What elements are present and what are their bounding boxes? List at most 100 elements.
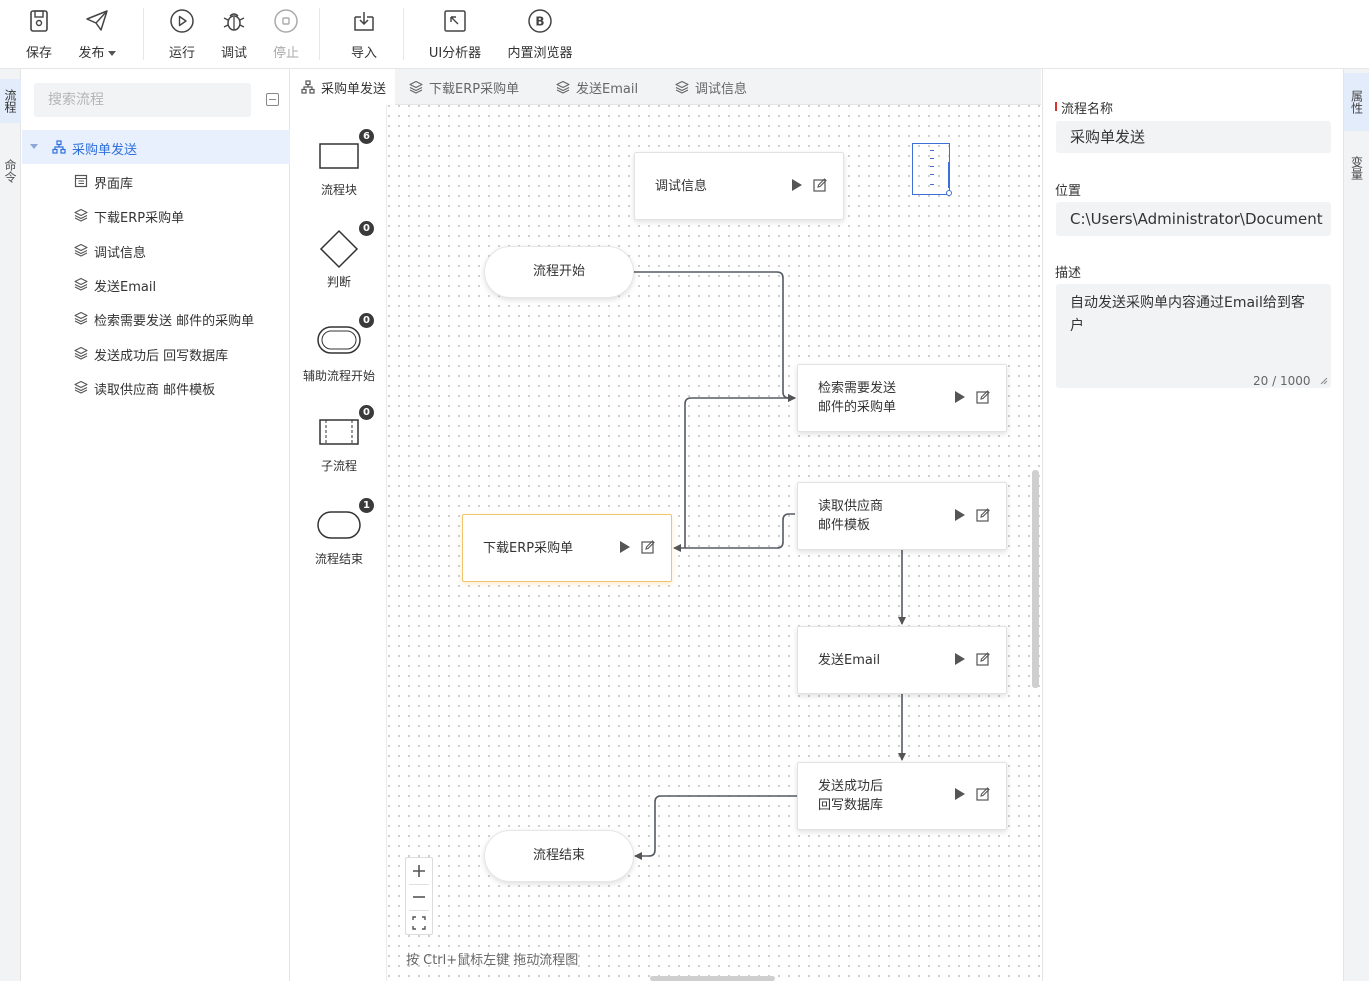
toolbar: 保存 发布 运行 调试 停止 导入 UI分析器 B [0, 0, 1369, 69]
palette-decision[interactable]: 0 判断 [291, 217, 387, 297]
publish-label: 发布 [78, 46, 105, 61]
tree-item-debug-info[interactable]: 调试信息 [22, 233, 290, 267]
ui-analyzer-button[interactable]: UI分析器 [425, 8, 485, 64]
tree-root-item[interactable]: 采购单发送 [22, 130, 290, 164]
play-icon[interactable] [955, 391, 965, 403]
node-write-back[interactable]: 发送成功后 回写数据库 [797, 762, 1007, 830]
tree-item-search-orders[interactable]: 检索需要发送 邮件的采购单 [22, 301, 290, 335]
connector-read-to-download [673, 513, 795, 552]
edit-icon[interactable] [976, 652, 990, 666]
description-label: 描述 [1055, 266, 1082, 281]
save-icon [30, 10, 48, 32]
play-icon[interactable] [955, 653, 965, 665]
run-label: 运行 [168, 46, 195, 61]
paper-plane-icon [86, 10, 108, 31]
tab-download-erp[interactable]: 下载ERP采购单 [409, 69, 519, 105]
palette-label: 判断 [326, 275, 351, 289]
window-icon [74, 174, 88, 188]
palette-subflow[interactable]: 0 子流程 [291, 401, 387, 481]
count-badge: 0 [359, 313, 374, 328]
fit-screen-icon [412, 916, 426, 930]
tab-label: 下载ERP采购单 [429, 81, 520, 97]
tree-item-read-template[interactable]: 读取供应商 邮件模板 [22, 370, 290, 404]
node-label: 发送成功后 [818, 779, 884, 794]
count-badge: 1 [359, 498, 374, 513]
save-button[interactable]: 保存 [9, 8, 69, 64]
caret-down-icon[interactable] [30, 144, 38, 149]
double-pill-shape-icon [317, 326, 361, 354]
strip-tab-variables[interactable]: 变量 [1349, 156, 1364, 180]
node-send-email[interactable]: 发送Email [797, 626, 1007, 694]
zoom-divider [409, 884, 429, 885]
palette-label: 辅助流程开始 [302, 369, 375, 383]
tree-item-send-email[interactable]: 发送Email [22, 267, 290, 301]
count-badge: 0 [359, 221, 374, 236]
node-debug-info[interactable]: 调试信息 [634, 152, 844, 220]
tree-item-download-erp[interactable]: 下载ERP采购单 [22, 198, 290, 232]
location-field[interactable]: C:\Users\Administrator\Document [1056, 202, 1331, 236]
import-button[interactable]: 导入 [334, 8, 394, 64]
strip-tab-flow[interactable]: 流程 [0, 79, 21, 123]
stop-label: 停止 [272, 46, 299, 61]
edit-icon[interactable] [976, 508, 990, 522]
run-button[interactable]: 运行 [152, 8, 212, 64]
publish-button[interactable]: 发布 [67, 8, 127, 64]
canvas-hint: 按 Ctrl+鼠标左键 拖动流程图 [406, 953, 579, 968]
node-search-orders[interactable]: 检索需要发送 邮件的采购单 [797, 364, 1007, 432]
subflow-shape-icon [319, 419, 359, 445]
palette-flow-block[interactable]: 6 流程块 [291, 125, 387, 205]
palette-flow-end[interactable]: 1 流程结束 [291, 494, 387, 574]
required-marker [1055, 102, 1057, 111]
diamond-shape-icon [319, 229, 359, 269]
palette-label: 流程块 [320, 183, 357, 197]
builtin-browser-button[interactable]: B 内置浏览器 [506, 8, 574, 64]
tree-item-write-back[interactable]: 发送成功后 回写数据库 [22, 336, 290, 370]
tree-item-ui-library[interactable]: 界面库 [22, 164, 290, 198]
strip-tab-properties[interactable]: 属性 [1344, 73, 1369, 131]
tree-item-label: 下载ERP采购单 [94, 211, 185, 226]
play-icon[interactable] [620, 541, 630, 553]
layers-icon [74, 277, 88, 291]
properties-panel: 流程名称 采购单发送 位置 C:\Users\Administrator\Doc… [1042, 69, 1342, 981]
zoom-divider [409, 910, 429, 911]
layers-icon [74, 243, 88, 257]
edit-icon[interactable] [976, 390, 990, 404]
flow-tree-panel: 采购单发送 界面库 下载ERP采购单 调试信息 发送Email 检索需要发送 邮… [22, 69, 290, 981]
zoom-in-button[interactable] [406, 858, 432, 884]
ui-analyzer-icon [444, 10, 466, 32]
edit-icon[interactable] [641, 540, 655, 554]
flow-name-field[interactable]: 采购单发送 [1056, 121, 1331, 153]
edit-icon[interactable] [976, 787, 990, 801]
strip-tab-commands[interactable]: 命令 [3, 159, 17, 183]
node-label: 发送Email [818, 653, 881, 668]
node-label: 读取供应商 [818, 499, 884, 514]
node-flow-start[interactable]: 流程开始 [484, 246, 634, 298]
tab-purchase-order-send[interactable]: 采购单发送 [291, 69, 395, 105]
zoom-out-button[interactable] [406, 884, 432, 910]
edit-icon[interactable] [813, 178, 827, 192]
flow-name-label: 流程名称 [1061, 102, 1114, 117]
play-icon[interactable] [792, 179, 802, 191]
collapse-all-icon[interactable] [266, 93, 279, 106]
play-icon[interactable] [955, 788, 965, 800]
stop-button[interactable]: 停止 [256, 8, 316, 64]
minimap[interactable] [912, 143, 952, 196]
palette-aux-start[interactable]: 0 辅助流程开始 [291, 309, 387, 389]
description-textarea[interactable]: 自动发送采购单内容通过Email给到客户 [1056, 284, 1331, 388]
layers-icon [74, 380, 88, 394]
node-label: 调试信息 [655, 179, 708, 194]
debug-button[interactable]: 调试 [204, 8, 264, 64]
tree-root-label: 采购单发送 [72, 143, 138, 158]
node-flow-end[interactable]: 流程结束 [484, 830, 634, 882]
tab-send-email[interactable]: 发送Email [556, 69, 638, 105]
resize-handle-icon[interactable] [1320, 377, 1328, 385]
fit-view-button[interactable] [406, 910, 432, 936]
tab-debug-info[interactable]: 调试信息 [675, 69, 747, 105]
vertical-scrollbar[interactable] [1032, 470, 1039, 688]
play-icon[interactable] [955, 509, 965, 521]
left-side-strip: 流程 命令 [0, 69, 21, 981]
node-download-erp[interactable]: 下载ERP采购单 [462, 514, 672, 582]
search-flow-input[interactable] [34, 83, 251, 117]
horizontal-scrollbar[interactable] [650, 976, 775, 981]
node-read-template[interactable]: 读取供应商 邮件模板 [797, 482, 1007, 550]
